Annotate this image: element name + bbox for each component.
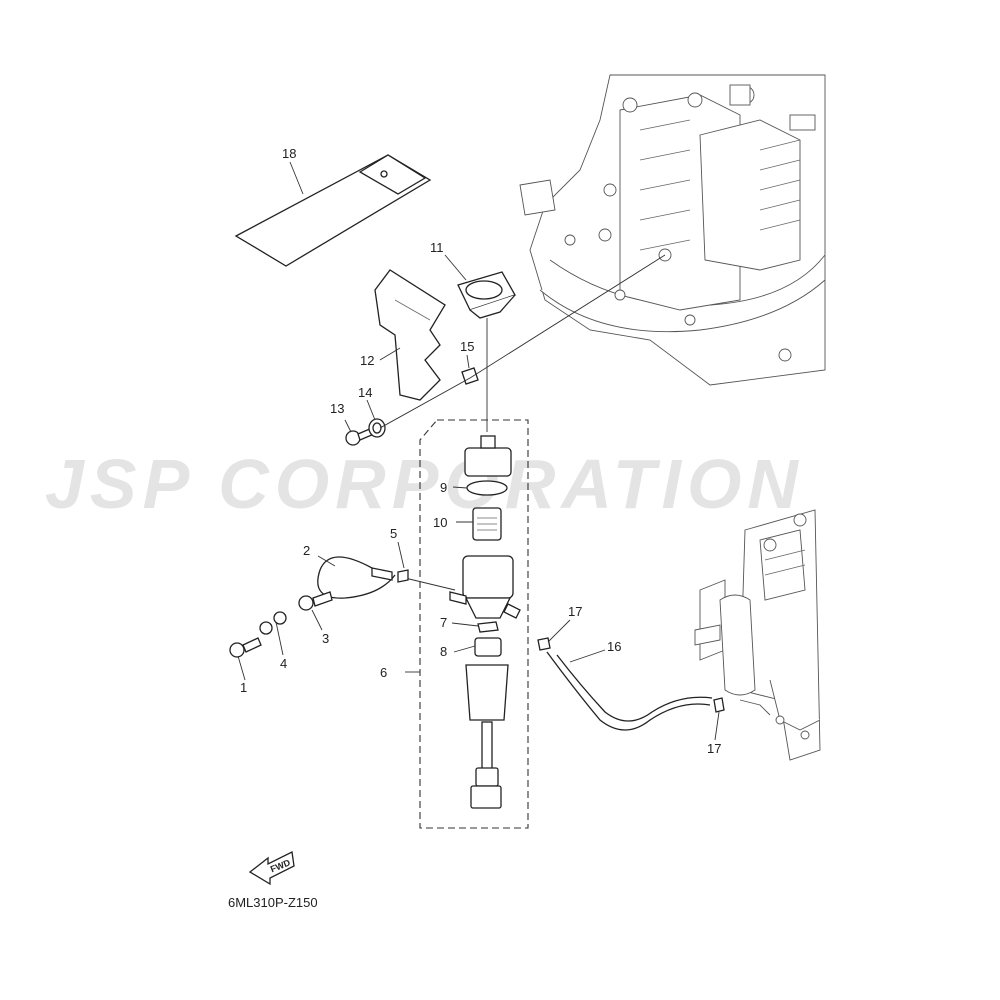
callout-1: 1: [240, 680, 247, 695]
part-3-nut: [298, 591, 333, 611]
diagram-code: 6ML310P-Z150: [228, 895, 318, 910]
callout-7: 7: [440, 615, 447, 630]
callout-3: 3: [322, 631, 329, 646]
part-10-filter-element: [472, 507, 502, 541]
callout-16: 16: [607, 639, 621, 654]
part-18-tool-bag: [234, 154, 432, 267]
assembly-line: [379, 254, 666, 429]
callout-17-upper: 17: [568, 604, 582, 619]
part-6-group-box: [419, 419, 529, 829]
part-16-fuel-hose: [546, 651, 713, 731]
forward-direction-arrow: FWD: [248, 851, 295, 886]
watermark-text: JSP CORPORATION: [45, 445, 804, 523]
leader-lines: [237, 161, 720, 741]
callout-5: 5: [390, 526, 397, 541]
part-8-nut: [474, 637, 502, 657]
callout-10: 10: [433, 515, 447, 530]
part-1-union-bolt: [229, 637, 262, 658]
part-14-grommet: [368, 418, 386, 438]
part-7-clip: [477, 621, 499, 633]
assembly-line: [404, 577, 456, 591]
part-17-clip-lower: [713, 697, 725, 713]
part-17-clip-upper: [537, 637, 551, 651]
part-2-fuel-hose: [317, 556, 396, 599]
callout-labels: 18 11 12 15 13 14 9 10 5 2 7 8 3 4 6 1 1…: [240, 146, 721, 756]
part-12-bracket: [374, 269, 446, 401]
callout-13: 13: [330, 401, 344, 416]
part-9-o-ring: [466, 480, 508, 496]
part-5-hose-clip: [397, 569, 409, 583]
filter-body: [449, 555, 521, 619]
engine-block-illustration: [519, 74, 826, 386]
callout-11: 11: [430, 240, 444, 255]
filter-bowl-with-sensor: [465, 664, 509, 809]
callout-6: 6: [380, 665, 387, 680]
callout-14: 14: [358, 385, 372, 400]
part-4-joint: [259, 611, 287, 635]
part-11-filter-bracket: [457, 271, 516, 319]
callout-15: 15: [460, 339, 474, 354]
callout-18: 18: [282, 146, 296, 161]
callout-17-lower: 17: [707, 741, 721, 756]
engine-lower-illustration: [694, 509, 821, 761]
callout-2: 2: [303, 543, 310, 558]
filter-cap: [464, 435, 512, 477]
callout-8: 8: [440, 644, 447, 659]
callout-9: 9: [440, 480, 447, 495]
callout-4: 4: [280, 656, 287, 671]
callout-12: 12: [360, 353, 374, 368]
